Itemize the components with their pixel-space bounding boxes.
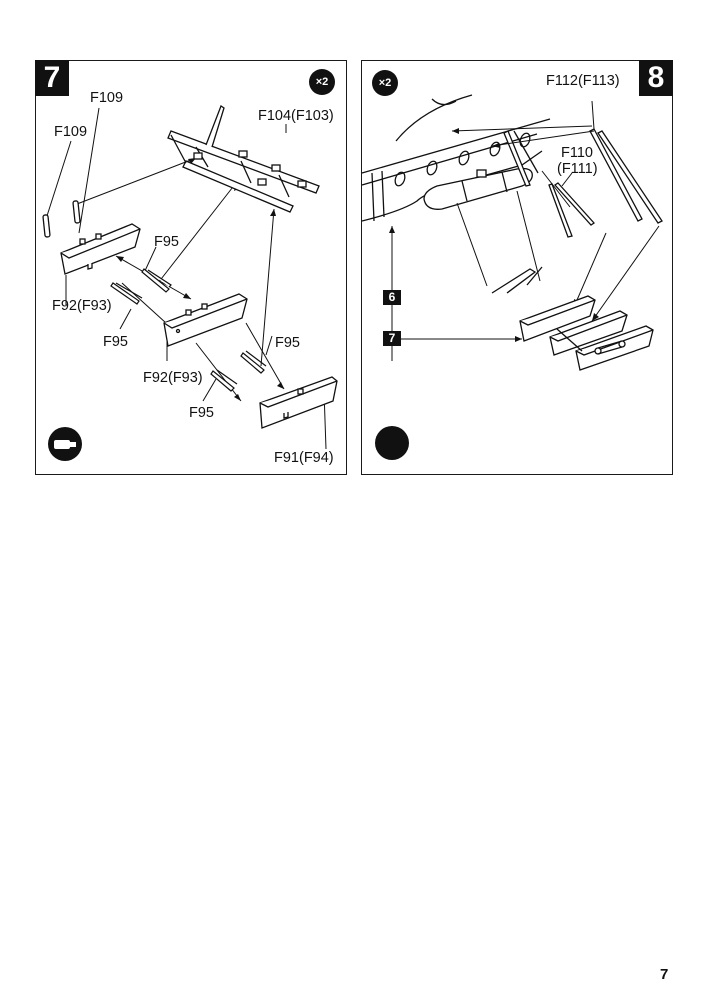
f92-pontoon-upper (60, 223, 141, 275)
step-7-panel: 7 ×2 (35, 60, 347, 475)
quantity-badge: ×2 (309, 69, 335, 95)
label-f95-bottom: F95 (189, 405, 214, 421)
label-f109-left: F109 (54, 124, 88, 140)
label-f95-left: F95 (103, 334, 128, 350)
label-f92-center: F92(F93) (143, 370, 203, 386)
f104-frame (167, 105, 320, 213)
step-number: 8 (639, 60, 673, 96)
black-circle-icon (375, 426, 409, 460)
step-ref-7: 7 (383, 331, 401, 346)
step-number: 7 (35, 60, 69, 96)
step-8-drawing (361, 94, 663, 460)
fuel-tank (423, 167, 533, 210)
label-f104: F104(F103) (258, 108, 334, 124)
pontoon-assembly (491, 266, 654, 371)
cement-tube-icon (48, 427, 82, 461)
page-number: 7 (660, 966, 669, 983)
f112-rods (548, 128, 663, 238)
label-f109-top: F109 (90, 90, 124, 106)
f95-struts (110, 268, 172, 305)
label-f111: (F111) (557, 161, 598, 177)
step-ref-6: 6 (383, 290, 401, 305)
label-f112: F112(F113) (546, 73, 620, 89)
label-f95-upper: F95 (154, 234, 179, 250)
f91-pontoon (259, 376, 338, 429)
quantity-badge: ×2 (372, 70, 398, 96)
label-f92-left: F92(F93) (52, 298, 112, 314)
step-8-panel: 8 ×2 (361, 60, 673, 475)
label-f91: F91(F94) (274, 450, 334, 466)
label-f110: F110 (561, 145, 593, 161)
f92-pontoon-middle (163, 293, 248, 347)
step-7-drawing (42, 105, 338, 461)
label-f95-right: F95 (275, 335, 300, 351)
f109-rods (42, 200, 81, 238)
